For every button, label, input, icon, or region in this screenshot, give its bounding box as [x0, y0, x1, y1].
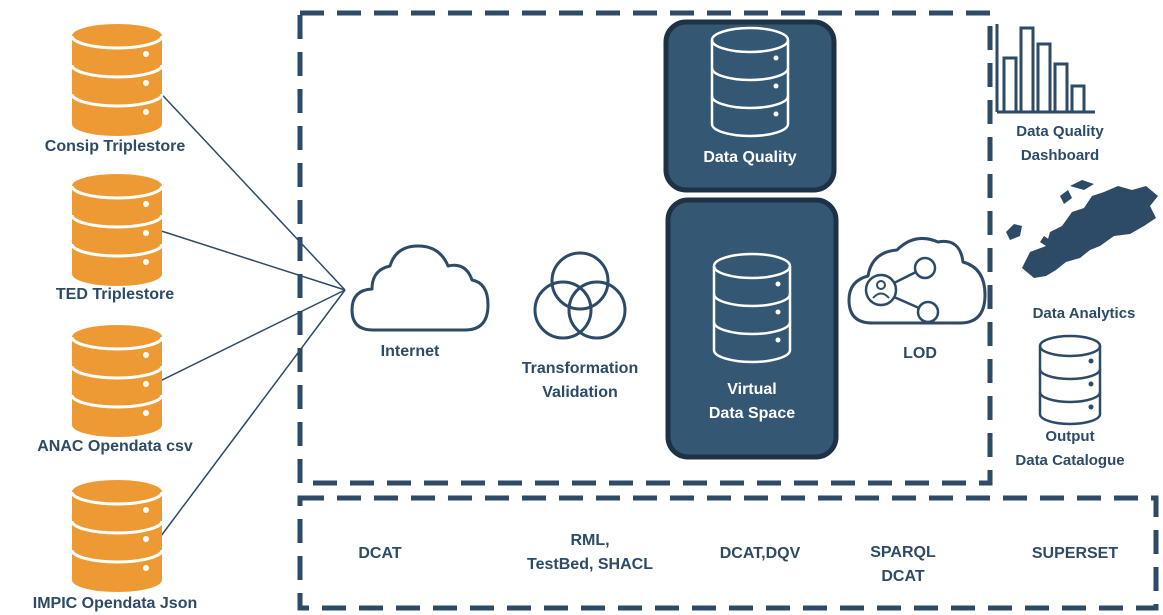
standard-dcat-dqv: DCAT,DQV — [719, 545, 801, 562]
source-label: TED Triplestore — [55, 286, 175, 303]
database-dots — [1088, 358, 1094, 410]
data-space-label: Data Space — [708, 405, 796, 422]
lod-label: LOD — [903, 345, 937, 362]
transformation-label: Transformation — [521, 360, 639, 377]
standard-sparql: SPARQL — [870, 544, 936, 561]
virtual-data-space-box — [665, 197, 839, 460]
database-icon — [70, 323, 164, 439]
database-icon — [70, 478, 164, 594]
standards-box — [297, 495, 1159, 611]
virtual-label: Virtual — [727, 381, 777, 398]
venn-circles-icon — [533, 251, 627, 340]
internet-label: Internet — [380, 343, 440, 360]
database-icon — [1038, 334, 1102, 426]
data-quality-label: Data Quality — [703, 149, 797, 166]
source-label: ANAC Opendata csv — [37, 438, 193, 455]
source-label: IMPIC Opendata Json — [32, 595, 198, 612]
dashboard-label: Dashboard — [1020, 147, 1100, 164]
main-process-box — [297, 10, 993, 486]
map-icon — [1006, 180, 1158, 278]
data-quality-box — [663, 19, 837, 193]
validation-label: Validation — [542, 384, 618, 401]
bar-chart-icon — [995, 24, 1095, 114]
database-icon — [70, 22, 164, 138]
database-icon — [70, 172, 164, 288]
source-label: Consip Triplestore — [44, 138, 186, 155]
catalogue-label: Data Catalogue — [1015, 452, 1125, 469]
source-connectors — [151, 83, 346, 549]
standard-dcat: DCAT — [358, 545, 402, 562]
catalogue-label: Output — [1045, 428, 1095, 445]
standard-rml: RML, — [570, 532, 610, 549]
standard-superset: SUPERSET — [1031, 545, 1119, 562]
standard-rml: TestBed, SHACL — [527, 556, 653, 573]
analytics-label: Data Analytics — [1032, 305, 1136, 322]
cloud-icon — [350, 244, 490, 332]
cloud-network-icon — [847, 236, 987, 325]
dashboard-label: Data Quality — [1016, 123, 1104, 140]
standard-sparql: DCAT — [881, 568, 925, 585]
